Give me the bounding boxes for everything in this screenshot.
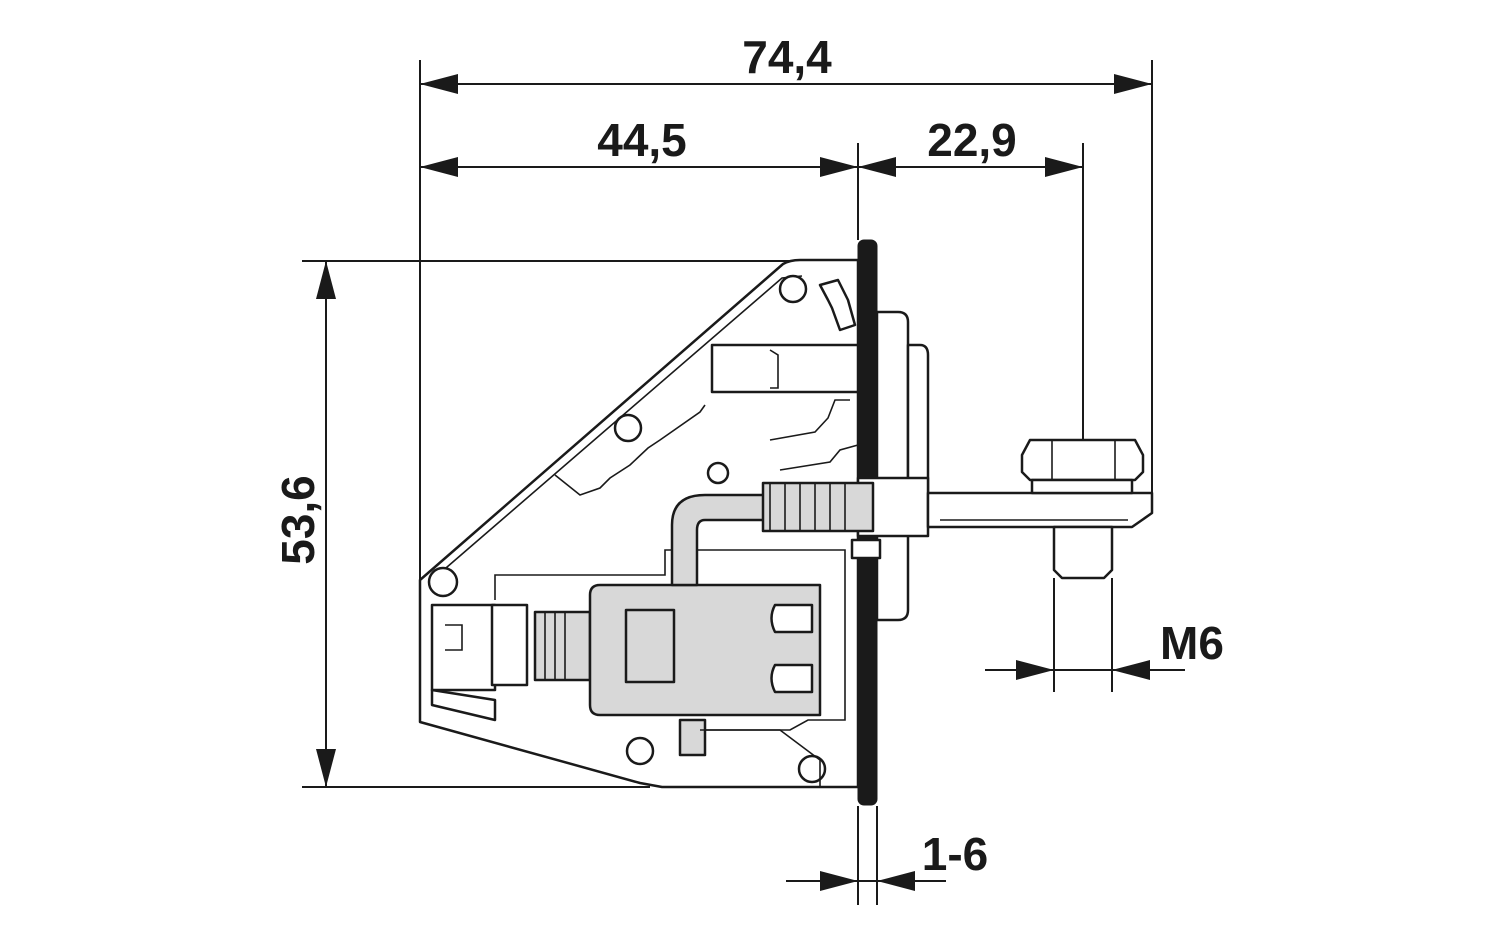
spring-clip-lower — [779, 444, 859, 471]
clamp-screw-shaft — [533, 610, 592, 682]
inner-chamber — [494, 549, 846, 731]
bottom-shoe-line — [700, 729, 821, 787]
dimension-label-height: 53,6 — [272, 475, 324, 565]
stud — [1052, 525, 1114, 580]
dimension-label-body-width: 44,5 — [597, 114, 687, 166]
dimension-body-width: 44,5 — [420, 114, 859, 240]
clamp-screw-head — [490, 603, 529, 687]
dimension-thread: M6 — [985, 578, 1224, 692]
bolt-shaft — [926, 491, 1154, 529]
dimension-panel-thickness: 1-6 — [786, 806, 988, 905]
arrowhead-left — [1016, 660, 1054, 680]
arrowhead-right — [820, 157, 858, 177]
upper-latch-detail — [769, 349, 779, 389]
dimension-label-overall-width: 74,4 — [742, 31, 832, 83]
mounting-hole-middle — [613, 413, 643, 443]
lock-nut — [850, 538, 882, 560]
upper-clip — [818, 278, 857, 332]
end-cap-foot — [430, 688, 497, 722]
mounting-hole-bottom-left — [625, 736, 655, 766]
dimension-height: 53,6 — [272, 260, 800, 788]
dimension-bolt-offset: 22,9 — [858, 114, 1084, 440]
spring-clip — [769, 399, 850, 441]
dimension-label-thread: M6 — [1160, 617, 1224, 669]
pin-hole — [706, 461, 730, 485]
clamp-finger-upper — [770, 603, 814, 634]
end-cap-slot — [445, 624, 463, 651]
housing-rib — [554, 404, 706, 496]
hex-nut — [1020, 438, 1145, 482]
arrowhead-right — [877, 871, 915, 891]
dimension-label-panel-thickness: 1-6 — [922, 828, 988, 880]
arrowhead-bottom — [316, 749, 336, 787]
clamp-finger-lower — [770, 663, 814, 694]
arrowhead-right — [1114, 74, 1152, 94]
arrowhead-left — [420, 157, 458, 177]
mounting-hole-bottom-right — [797, 754, 827, 784]
arrowhead-left — [420, 74, 458, 94]
feedthrough-bushing — [761, 310, 930, 622]
arrowhead-left — [858, 157, 896, 177]
end-cap — [430, 603, 497, 692]
dimension-overall-width: 74,4 — [419, 31, 1153, 580]
arrowhead-right — [1112, 660, 1150, 680]
washer — [1030, 478, 1134, 495]
terminal-housing — [418, 258, 860, 789]
mounting-hole-left — [427, 566, 459, 598]
arrowhead-left — [820, 871, 858, 891]
arrowhead-right — [1045, 157, 1083, 177]
threaded-sleeve — [761, 481, 875, 533]
dimension-label-bolt-offset: 22,9 — [927, 114, 1017, 166]
connection-bolt — [926, 438, 1154, 580]
arrowhead-top — [316, 261, 336, 299]
upper-latch — [710, 343, 860, 394]
mounting-hole-top — [778, 274, 808, 304]
bushing-flange — [875, 310, 910, 622]
clamp-window — [624, 608, 676, 684]
bottom-shoe — [678, 718, 707, 757]
